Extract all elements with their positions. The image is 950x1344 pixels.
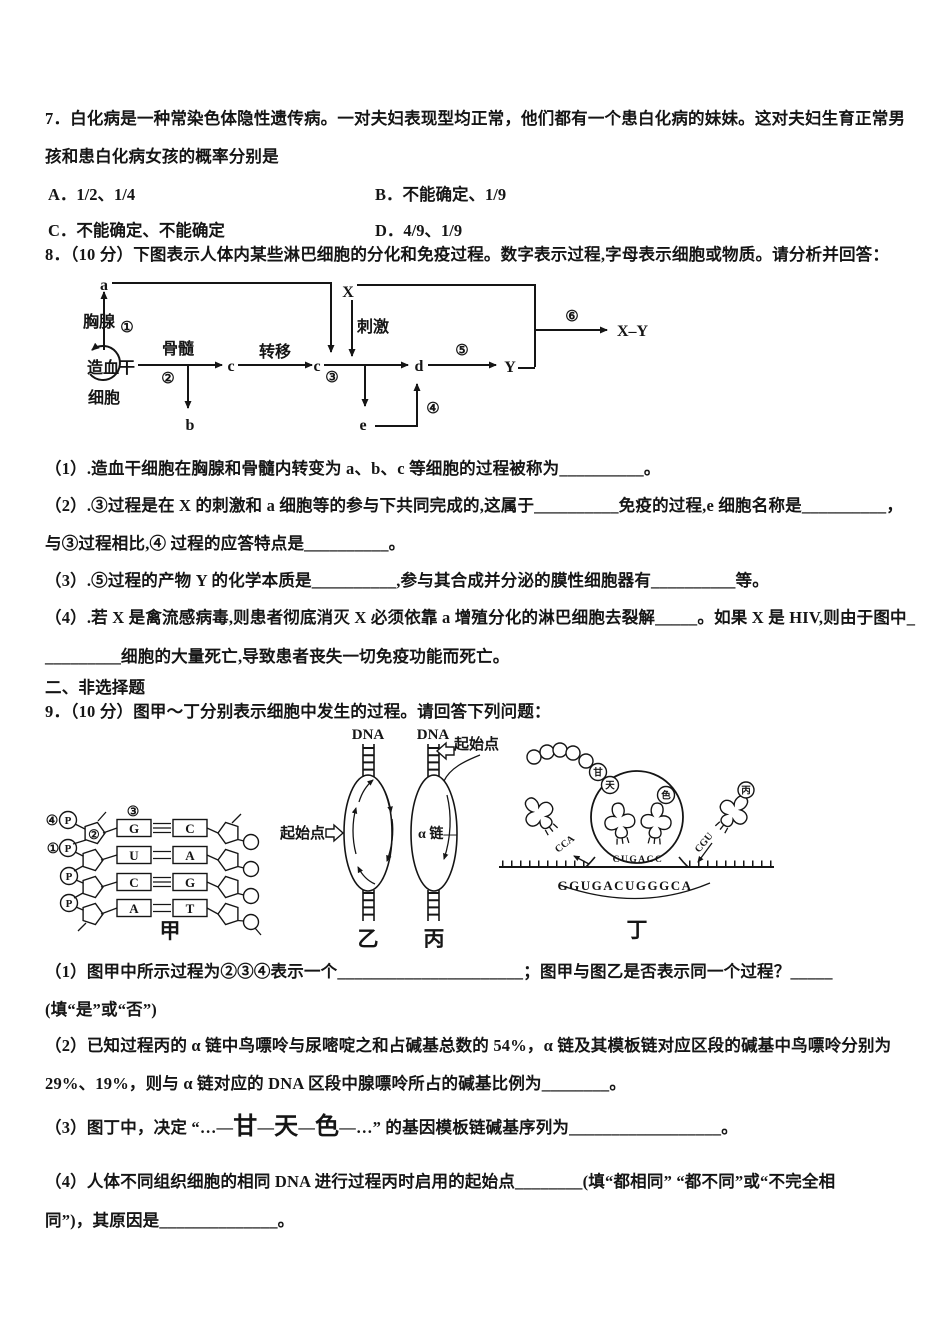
base-left-1: G (129, 821, 139, 836)
yi-dna-label: DNA (352, 727, 385, 743)
amino-se: 色 (661, 790, 671, 802)
bing-origin-label: 起始点 (453, 735, 499, 753)
jia-num2: ② (88, 827, 100, 842)
q9-part3-aa3: 色 (315, 1112, 340, 1140)
amino-tian: 天 (605, 781, 615, 792)
q7-option-b: B．不能确定、1/9 (375, 185, 507, 204)
q9-part3-aa1: 甘 (233, 1112, 258, 1140)
q7-stem-line1: 7．白化病是一种常染色体隐性遗传病。一对夫妇表现型均正常，他们都有一个患白化病的… (45, 109, 906, 128)
self-renewal-loop-arrow (89, 342, 121, 381)
q8-immune-diagram: 胸腺 ① a 造血干 细胞 骨髓 ② b c 转移 c ③ X 刺激 d e ④… (83, 277, 649, 434)
q7-option-c: C．不能确定、不能确定 (48, 221, 225, 240)
cell-c1-label: c (227, 358, 234, 375)
q9-part3-pre: （3）图丁中，决定 “…— (45, 1118, 234, 1137)
trna-leaving (524, 797, 559, 836)
q9-part3: （3）图丁中，决定 “…—甘—天—色—…” 的基因模板链碱基序列为_______… (45, 1105, 738, 1140)
q9-part3-dash2: — (298, 1118, 316, 1137)
step3-label: ③ (325, 370, 338, 386)
q9-part3-dash1: — (257, 1118, 275, 1137)
bing-dna-label: DNA (417, 727, 450, 743)
q9-part4-line2: 同”)，其原因是______________。 (45, 1211, 295, 1230)
base-right-4: T (186, 901, 195, 916)
phosphate-p2: P (65, 843, 72, 855)
transfer-label: 转移 (259, 342, 291, 361)
trna-incoming (714, 795, 749, 834)
complex-xy-label: X–Y (617, 323, 649, 340)
mrna-sequence: GGUGACUGGGCA (558, 878, 693, 893)
q9-part1-line2: (填“是”或“否”) (45, 1000, 157, 1019)
base-right-2: A (185, 848, 195, 863)
q7-option-d: D．4/9、1/9 (375, 221, 463, 240)
cell-b-label: b (186, 417, 195, 434)
step4-label: ④ (426, 401, 439, 417)
antigen-x-label: X (342, 284, 354, 301)
q9-part3-post: —…” 的基因模板链碱基序列为__________________。 (339, 1118, 738, 1137)
base-left-3: C (129, 875, 138, 890)
phosphate-p3: P (66, 871, 73, 883)
bing-caption: 丙 (424, 927, 445, 951)
jia-num1: ① (47, 842, 60, 857)
q8-part3: （3）.⑤过程的产物 Y 的化学本质是__________,参与其合成并分泌的膜… (45, 571, 769, 590)
section2-title: 二、非选择题 (45, 678, 146, 697)
amino-gan: 甘 (593, 767, 603, 779)
step5-label: ⑤ (455, 343, 468, 359)
q8-stem: 8．（10 分）下图表示人体内某些淋巴细胞的分化和免疫过程。数字表示过程,字母表… (45, 245, 890, 264)
bing-alpha-chain-label: α 链— (418, 825, 458, 842)
q7-option-a: A．1/2、1/4 (48, 185, 136, 204)
anticodon-cgu: CGU (693, 831, 716, 855)
stimulate-label: 刺激 (356, 317, 389, 336)
q8-part2-line2: 与③过程相比,④ 过程的应答特点是__________。 (45, 534, 406, 553)
stem-cell-label-2: 细胞 (88, 388, 120, 407)
yi-origin-label: 起始点 (279, 824, 325, 842)
stem-cell-label-1: 造血干 (87, 358, 135, 377)
base-right-1: C (185, 821, 194, 836)
trna-site-left (604, 802, 636, 845)
q9-stem: 9．（10 分）图甲～丁分别表示细胞中发生的过程。请回答下列问题： (45, 702, 551, 721)
q9-part2-line2: 29%、19%，则与 α 链对应的 DNA 区段中腺嘌呤所占的碱基比例为____… (45, 1074, 627, 1093)
q8-part2-line1: （2）.③过程是在 X 的刺激和 a 细胞等的参与下共同完成的,这属于_____… (45, 496, 904, 515)
cell-e-label: e (359, 417, 366, 434)
jia-num3: ③ (127, 805, 140, 820)
jia-caption: 甲 (160, 919, 181, 943)
anticodons-in-ribosome: CUGACC (613, 855, 664, 865)
anticodon-cca: CCA (553, 833, 577, 855)
step2-label: ② (161, 371, 174, 387)
cell-a-label: a (100, 277, 108, 294)
ding-caption: 丁 (627, 918, 648, 942)
q9-diagram-ding: 甘 天 色 丙 CCA CGU CUGACC GGUGACUGGGCA 丁 (499, 742, 774, 942)
q8-part4-line1: （4）.若 X 是禽流感病毒,则患者彻底消灭 X 必须依靠 a 增殖分化的淋巴细… (45, 608, 916, 627)
base-left-2: U (129, 848, 139, 863)
yi-caption: 乙 (358, 927, 379, 951)
step1-label: ① (120, 320, 133, 336)
cell-d-label: d (415, 358, 424, 375)
q9-part4-line1: （4）人体不同组织细胞的相同 DNA 进行过程丙时启用的起始点________(… (45, 1172, 836, 1191)
amino-bing: 丙 (741, 786, 751, 797)
base-left-4: A (129, 901, 139, 916)
thymus-label: 胸腺 (83, 312, 116, 331)
step6-label: ⑥ (565, 309, 578, 325)
bing-origin-arrow-icon (435, 741, 455, 761)
phosphate-p1: P (65, 815, 72, 827)
trna-site-right (640, 802, 672, 845)
q8-part4-line2: _________细胞的大量死亡,导致患者丧失一切免疫功能而死亡。 (45, 647, 510, 666)
marrow-label: 骨髓 (162, 339, 195, 358)
cell-c2-label: c (313, 358, 320, 375)
q9-part3-aa2: 天 (274, 1112, 299, 1140)
jia-num4: ④ (46, 814, 59, 829)
product-y-label: Y (504, 359, 516, 376)
yi-origin-arrow-icon (325, 823, 345, 843)
q9-part2-line1: （2）已知过程丙的 α 链中鸟嘌呤与尿嘧啶之和占碱基总数的 54%，α 链及其模… (45, 1036, 892, 1055)
q7-stem-line2: 孩和患白化病女孩的概率分别是 (45, 147, 279, 166)
phosphate-p4: P (66, 898, 73, 910)
q9-part1-line1: （1）图甲中所示过程为②③④表示一个______________________… (45, 962, 833, 981)
q9-diagram-yi-bing: DNA 乙 起始点 DNA 起始点 α 链— 丙 (279, 727, 499, 951)
q9-diagram-jia: P P P P G U C A C A G T (46, 805, 262, 943)
q8-part1: （1）.造血干细胞在胸腺和骨髓内转变为 a、b、c 等细胞的过程被称为_____… (45, 459, 661, 478)
base-right-3: G (185, 875, 195, 890)
